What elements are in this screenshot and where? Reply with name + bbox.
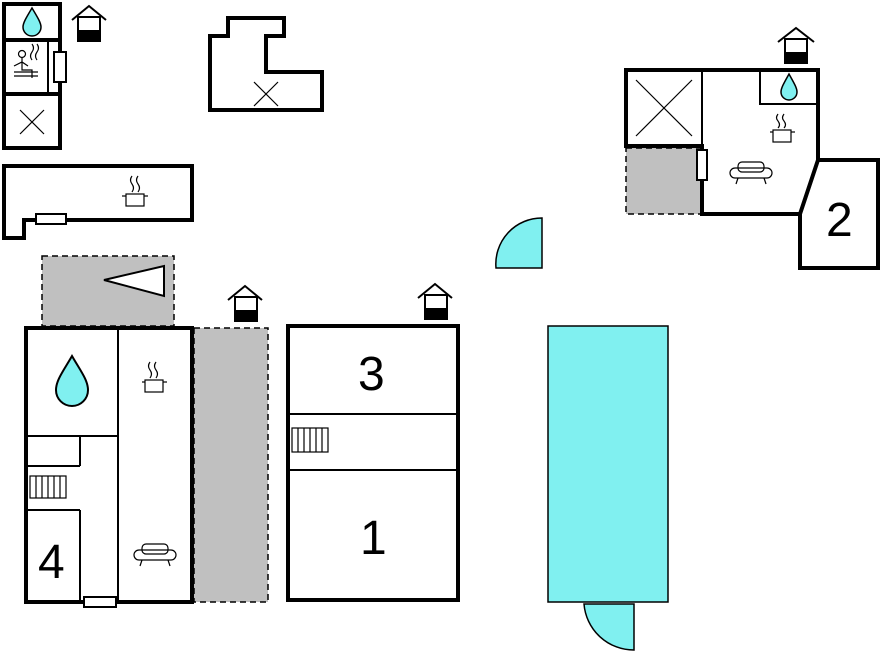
door-arc-icon [495,217,543,269]
room-number-1: 1 [360,512,387,565]
middle-house: 3 1 [286,324,460,602]
kitchen-annex [2,164,194,240]
water-drop-icon [22,6,42,37]
ramp-icon [103,264,165,298]
terrace-top-left [41,255,175,327]
stairs-icon [29,475,67,499]
annex-top-left [2,2,67,150]
room-number-3: 3 [358,348,385,401]
terrace-right [625,147,703,215]
house-entrance-icon [417,282,453,320]
house-entrance-icon [777,26,815,64]
sofa-icon [133,543,177,567]
water-drop-icon [54,353,90,407]
window [53,51,67,83]
water-drop-icon [780,72,798,101]
house-entrance-icon [227,284,263,322]
house-entrance-icon [71,4,107,42]
terrace-side [193,327,269,603]
pool [547,325,669,651]
sauna-icon [13,43,40,78]
sofa-icon [729,161,773,185]
left-house: 4 [24,326,269,608]
storage-x-icon [253,81,279,107]
window [35,213,67,225]
right-house: 2 [624,68,880,270]
kitchen-pot-icon [770,113,795,143]
room-number-4: 4 [38,536,65,589]
kitchen-pot-icon [122,175,148,207]
storage-x-icon [19,109,45,135]
stairs-icon [291,427,329,453]
kitchen-pot-icon [142,361,167,393]
window [696,149,708,181]
storage-building-top [208,16,324,112]
room-number-2: 2 [826,194,853,247]
storage-x-icon [635,79,693,137]
window [83,596,117,608]
door-arc-icon [583,603,635,651]
